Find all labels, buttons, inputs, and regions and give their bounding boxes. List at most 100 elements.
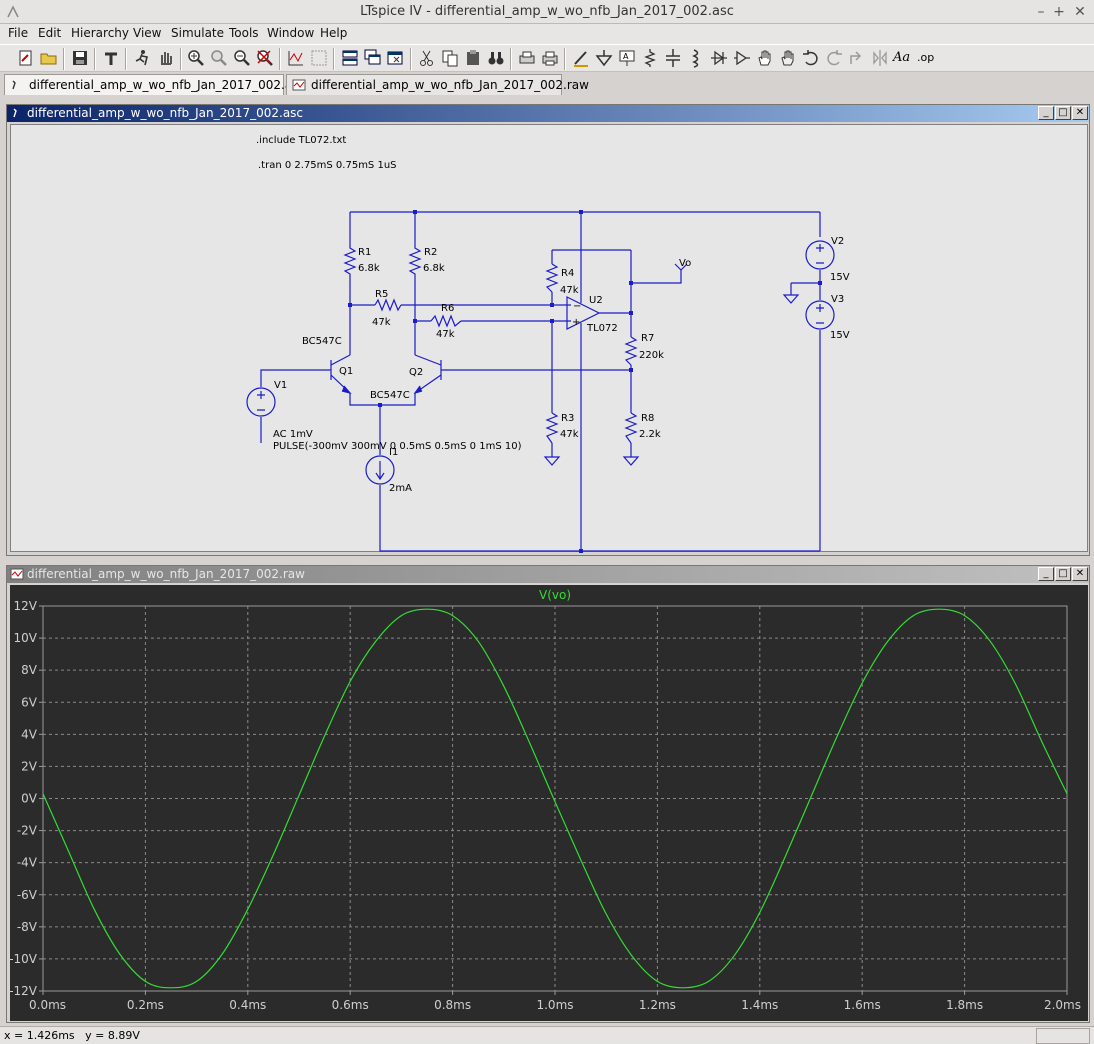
menu-simulate[interactable]: Simulate (171, 26, 225, 40)
y-tick-label: -12V (10, 984, 38, 998)
drag-hand-icon[interactable] (778, 48, 798, 68)
directive-tran[interactable]: .tran 0 2.75mS 0.75mS 1uS (258, 160, 397, 171)
maximize-button[interactable]: + (1053, 4, 1065, 20)
menu-view[interactable]: View (133, 26, 162, 40)
close-all-icon[interactable] (386, 48, 406, 68)
label-net-icon[interactable]: A (617, 48, 637, 68)
minimize-button[interactable]: – (1037, 4, 1045, 20)
open-folder-icon[interactable] (39, 48, 59, 68)
tile-icon[interactable] (340, 48, 360, 68)
value-v2: 15V (830, 272, 850, 283)
x-tick-label: 2.0ms (1044, 998, 1081, 1012)
label-r5: R5 (375, 289, 388, 300)
menu-edit[interactable]: Edit (38, 26, 62, 40)
waveform-maximize-button[interactable]: □ (1055, 567, 1071, 581)
transistor-q1[interactable] (330, 354, 352, 395)
current-source-i1[interactable] (365, 455, 395, 485)
y-tick-label: 8V (21, 663, 38, 677)
label-r6: R6 (441, 303, 454, 314)
schematic-maximize-button[interactable]: □ (1055, 106, 1071, 120)
value-r3: 47k (560, 429, 579, 440)
halt-icon[interactable] (156, 48, 176, 68)
label-r1: R1 (358, 247, 371, 258)
trace-label-vvo[interactable]: V(vo) (539, 588, 571, 602)
series-line-vvo[interactable] (42, 608, 1068, 989)
zoom-area-icon[interactable] (209, 48, 229, 68)
ground-icon[interactable] (594, 48, 614, 68)
zoom-in-icon[interactable] (186, 48, 206, 68)
resistor-icon[interactable] (640, 48, 660, 68)
mirror-icon[interactable] (870, 48, 890, 68)
directive-include[interactable]: .include TL072.txt (256, 135, 346, 146)
waveform-close-button[interactable]: ✕ (1072, 567, 1088, 581)
opamp-u2[interactable] (566, 296, 601, 330)
spice-directive-button[interactable]: .op (917, 51, 935, 64)
vo-net-flag (674, 263, 688, 271)
redo-icon[interactable] (824, 48, 844, 68)
y-tick-label: -10V (10, 952, 38, 966)
cascade-icon[interactable] (363, 48, 383, 68)
schematic-close-button[interactable]: ✕ (1072, 106, 1088, 120)
save-icon[interactable] (70, 48, 90, 68)
x-tick-label: 0.6ms (332, 998, 369, 1012)
capacitor-icon[interactable] (663, 48, 683, 68)
run-icon[interactable] (132, 48, 152, 68)
value-i1: 2mA (389, 483, 412, 494)
move-hand-icon[interactable] (755, 48, 775, 68)
schematic-minimize-button[interactable]: _ (1038, 106, 1054, 120)
schematic-drawing[interactable]: − + (11, 125, 1089, 553)
find-icon[interactable] (486, 48, 506, 68)
waveform-minimize-button[interactable]: _ (1038, 567, 1054, 581)
text-button[interactable]: Aa (893, 50, 911, 65)
paste-icon[interactable] (463, 48, 483, 68)
menu-window[interactable]: Window (267, 26, 315, 40)
draw-wire-icon[interactable] (571, 48, 591, 68)
waveform-window[interactable]: differential_amp_w_wo_nfb_Jan_2017_002.r… (6, 565, 1090, 1023)
print-icon[interactable] (540, 48, 560, 68)
tab-schematic[interactable]: differential_amp_w_wo_nfb_Jan_2017_002.a… (4, 74, 305, 95)
autorange-icon[interactable] (286, 48, 306, 68)
diode-icon[interactable] (709, 48, 729, 68)
transistor-q2[interactable] (413, 354, 442, 395)
resistor-r2 (408, 243, 422, 277)
window-title: LTspice IV - differential_amp_w_wo_nfb_J… (360, 4, 734, 19)
waveform-window-icon (10, 568, 24, 580)
zoom-out-icon[interactable] (232, 48, 252, 68)
label-r4: R4 (561, 268, 574, 279)
menu-file[interactable]: File (8, 26, 29, 40)
value-q1: BC547C (302, 336, 342, 347)
label-r3: R3 (561, 413, 574, 424)
tab-waveform[interactable]: differential_amp_w_wo_nfb_Jan_2017_002.r… (286, 74, 589, 95)
schematic-window[interactable]: differential_amp_w_wo_nfb_Jan_2017_002.a… (6, 104, 1090, 556)
print-setup-icon[interactable] (517, 48, 537, 68)
voltage-source-v3[interactable] (805, 300, 835, 330)
menu-hierarchy[interactable]: Hierarchy (71, 26, 130, 40)
component-icon[interactable] (732, 48, 752, 68)
y-tick-label: 2V (21, 759, 38, 773)
waveform-window-caption[interactable]: differential_amp_w_wo_nfb_Jan_2017_002.r… (7, 566, 1089, 583)
cut-icon[interactable] (417, 48, 437, 68)
voltage-source-v1[interactable] (246, 387, 276, 417)
label-i1: I1 (389, 447, 398, 458)
inductor-icon[interactable] (686, 48, 706, 68)
title-bar[interactable]: LTspice IV - differential_amp_w_wo_nfb_J… (0, 0, 1094, 24)
menu-tools[interactable]: Tools (229, 26, 259, 40)
control-panel-icon[interactable] (101, 48, 121, 68)
copy-icon[interactable] (440, 48, 460, 68)
zoom-fit-icon[interactable] (309, 48, 329, 68)
menu-help[interactable]: Help (320, 26, 348, 40)
schematic-window-caption[interactable]: differential_amp_w_wo_nfb_Jan_2017_002.a… (7, 105, 1089, 122)
voltage-source-v2[interactable] (805, 240, 835, 270)
value-u2: TL072 (586, 323, 618, 334)
undo-icon[interactable] (801, 48, 821, 68)
zoom-cancel-icon[interactable] (255, 48, 275, 68)
rotate-icon[interactable] (847, 48, 867, 68)
new-schematic-icon[interactable] (16, 48, 36, 68)
value-r1: 6.8k (358, 263, 380, 274)
value-r7: 220k (639, 350, 664, 361)
schematic-canvas[interactable]: − + (10, 124, 1089, 553)
label-u2: U2 (589, 295, 603, 306)
close-button[interactable]: ✕ (1074, 4, 1086, 20)
